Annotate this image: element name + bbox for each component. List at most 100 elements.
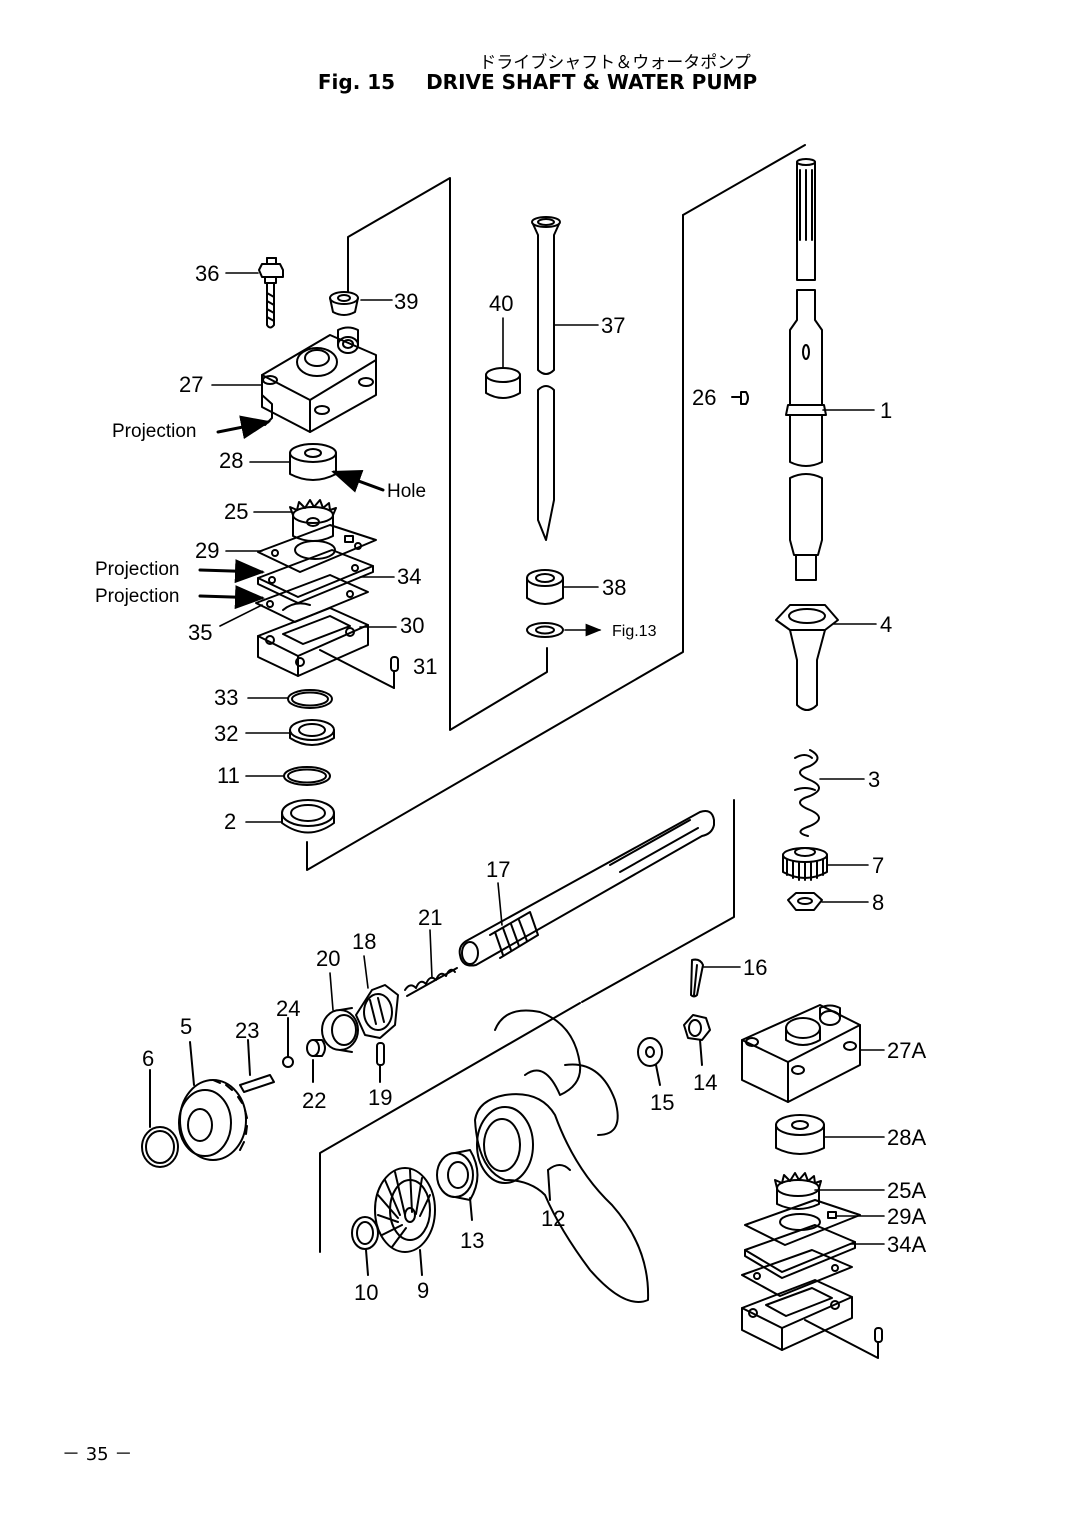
leader-lines	[211, 272, 885, 1245]
page-number: － 35 －	[62, 1444, 132, 1465]
part-ball-24	[282, 1017, 294, 1068]
part-nut-8	[787, 892, 823, 911]
part-impeller-25	[289, 499, 337, 542]
part-pinion-7	[782, 847, 828, 881]
callout-20: 20	[316, 946, 340, 971]
callout-34: 34	[397, 564, 421, 589]
part-thrust-holder-13	[436, 1149, 479, 1221]
callout-11: 11	[217, 763, 240, 788]
label-fig13-reference: Fig.13	[612, 623, 657, 640]
callout-18: 18	[352, 929, 376, 954]
part-spring-21	[404, 967, 458, 997]
callout-27A: 27A	[887, 1038, 926, 1063]
label-hole: Hole	[387, 481, 426, 502]
callout-4: 4	[880, 612, 892, 637]
part-pump-case-30A	[741, 1279, 853, 1351]
callout-24: 24	[276, 996, 300, 1021]
part-gasket-35A	[741, 1249, 853, 1297]
callout-30: 30	[400, 613, 424, 638]
callout-17: 17	[486, 857, 510, 882]
part-forward-gear-9	[374, 1167, 436, 1276]
label-projection-plate: Projection	[95, 586, 180, 607]
figure-number: Fig. 15	[317, 70, 396, 94]
callout-5: 5	[180, 1014, 192, 1039]
callout-1: 1	[880, 398, 892, 423]
callout-29: 29	[195, 538, 219, 563]
callout-29A: 29A	[887, 1204, 926, 1229]
callout-6: 6	[142, 1046, 154, 1071]
part-collar-40	[485, 367, 521, 399]
callout-35: 35	[188, 620, 212, 645]
figure-title: Fig. 15 DRIVE SHAFT & WATER PUMP	[0, 70, 1075, 94]
title-japanese: ドライブシャフト＆ウォータポンプ	[479, 53, 751, 73]
callout-15: 15	[650, 1090, 674, 1115]
callout-21: 21	[418, 905, 442, 930]
callout-34A: 34A	[887, 1232, 926, 1257]
callout-25A: 25A	[887, 1178, 926, 1203]
part-insert-cartridge-28A	[775, 1114, 825, 1155]
callout-26: 26	[692, 385, 716, 410]
part-spring-3	[794, 749, 820, 837]
part-pin-31	[319, 649, 399, 689]
callout-numbers: 3 6 39 2 7 28 25 29 34 35 30 31 33 32 11 2…	[142, 261, 926, 1305]
part-gasket-29A	[744, 1199, 861, 1246]
callout-7: 7	[872, 853, 884, 878]
callout-33: 33	[214, 685, 238, 710]
part-drive-shaft-1	[785, 158, 827, 581]
callout-38: 38	[602, 575, 626, 600]
annotation-arrows	[198, 415, 385, 610]
figure-title-english: DRIVE SHAFT & WATER PUMP	[426, 70, 758, 94]
callout-22: 22	[302, 1088, 326, 1113]
callout-28A: 28A	[887, 1125, 926, 1150]
callout-16: 16	[743, 955, 767, 980]
callout-39: 39	[394, 289, 418, 314]
part-bolt-36	[258, 257, 284, 329]
callout-19: 19	[368, 1085, 392, 1110]
part-seal-32	[289, 719, 335, 746]
callout-32: 32	[214, 721, 238, 746]
part-shim-6	[141, 1069, 179, 1168]
group-boundary-lines	[306, 144, 806, 1253]
callout-12: 12	[541, 1206, 565, 1231]
part-pin-26	[731, 391, 749, 405]
callout-37: 37	[601, 313, 625, 338]
callout-40: 40	[489, 291, 513, 316]
callout-31: 31	[413, 654, 437, 679]
part-bushing-4	[775, 604, 839, 711]
part-washer-15	[637, 1037, 663, 1086]
label-projection-housing: Projection	[112, 421, 197, 442]
part-pump-housing-27A	[741, 1004, 861, 1103]
part-cotter-pin-16	[690, 958, 704, 998]
part-pump-case-30	[257, 607, 369, 677]
part-impeller-25A	[774, 1172, 822, 1210]
part-plate-fig13	[526, 622, 564, 638]
label-projection-gasket: Projection	[95, 559, 180, 580]
callout-2: 2	[224, 809, 236, 834]
part-nut-14	[683, 1014, 711, 1066]
part-pump-housing-27	[261, 326, 377, 433]
callout-28: 28	[219, 448, 243, 473]
part-grommet-38	[526, 569, 564, 605]
part-ring-20	[321, 1007, 359, 1053]
callout-3: 3	[868, 767, 880, 792]
part-gasket-29	[257, 524, 377, 573]
part-pin-23	[239, 1039, 275, 1093]
part-o-ring-33	[287, 689, 333, 709]
callout-25: 25	[224, 499, 248, 524]
part-grommet-39	[329, 291, 359, 316]
part-reverse-gear-5	[178, 1041, 248, 1161]
part-water-tube-37	[531, 216, 561, 541]
part-bearing-2	[281, 799, 335, 834]
part-cross-pin-19	[376, 1042, 385, 1083]
part-insert-cartridge-28	[289, 443, 337, 481]
part-o-ring-11	[283, 766, 331, 786]
part-pin-31A	[804, 1319, 883, 1359]
callout-23: 23	[235, 1018, 259, 1043]
callout-9: 9	[417, 1278, 429, 1303]
part-shim-10	[351, 1216, 379, 1276]
callout-10: 10	[354, 1280, 378, 1305]
part-propeller-shaft-17	[458, 810, 715, 967]
part-clutch-18	[355, 984, 399, 1039]
